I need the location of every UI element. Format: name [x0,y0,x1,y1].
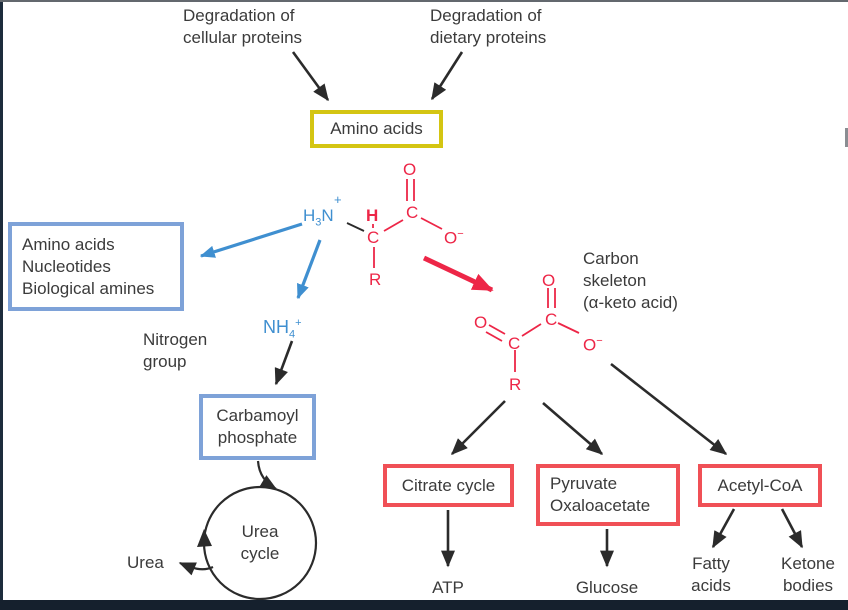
label-carbon-skeleton: Carbon skeleton (α-keto acid) [583,249,678,312]
arrow-cycle-to-urea [178,561,214,576]
pyruvate-line-1: Pyruvate [550,474,618,493]
aa-carbonyl-oxygen: O [403,160,417,179]
carbamoyl-phosphate-box: Carbamoyl phosphate [199,394,316,460]
arrow-cellular-to-aminoacids [291,51,330,102]
bond-ka-c2-c1 [521,323,542,337]
h3n-group: H3N [303,206,334,229]
bond-aa-n-c [346,222,365,232]
byproducts-line-3: Biological amines [22,278,155,298]
ka-alpha-carbon: C [508,334,521,353]
aa-carboxylate-oxygen: O− [444,228,464,248]
label-glucose: Glucose [575,578,639,597]
pyruvate-line-2: Oxaloacetate [550,496,651,515]
pyruvate-oxaloacetate-box: Pyruvate Oxaloacetate [536,464,680,526]
arrow-carbamoyl-to-ureacycle [256,460,278,490]
aa-r-group: R [369,270,382,289]
bond-aa-c1-c2 [383,219,404,232]
ka-carboxylate-oxygen: O− [583,335,603,355]
arrow-to-acetylcoa [610,362,728,456]
aa-h-atom: H [366,206,379,225]
arrow-dietary-to-aminoacids [430,51,464,101]
ka-keto-oxygen: O [474,313,488,332]
bond-ka-o-c-double-2 [485,331,503,342]
amino-acids-box: Amino acids [310,110,443,148]
arrow-to-nh4 [296,239,322,300]
frame-right-tick [845,128,848,147]
arrow-to-byproducts [199,222,303,258]
byproducts-box: Amino acids Nucleotides Biological amine… [8,222,184,311]
frame-top-line [0,0,848,2]
frame-left-bar [0,0,3,610]
nh4-ion: NH4+ [263,317,302,341]
citrate-cycle-label: Citrate cycle [401,475,496,495]
aa-carboxyl-carbon: C [406,203,419,222]
byproducts-line-2: Nucleotides [22,256,111,276]
amino-acids-box-label: Amino acids [330,119,423,138]
carbamoyl-line-1: Carbamoyl [216,406,299,425]
carbamoyl-line-2: phosphate [217,428,298,447]
acetyl-coa-label: Acetyl-CoA [717,475,803,495]
arrow-acetyl-to-fattyacids [711,508,736,549]
bond-ka-o-c-double-1 [488,324,506,335]
byproducts-line-1: Amino acids [22,234,115,254]
label-urea: Urea [127,553,164,572]
arrow-nh4-to-carbamoyl [274,340,294,386]
bond-ka-c-ominus [557,322,580,334]
ka-r-group: R [509,375,522,394]
urea-cycle-direction-arrowhead [197,529,212,547]
citrate-cycle-box: Citrate cycle [383,464,514,507]
ka-carboxyl-carbon: C [545,310,558,329]
aa-alpha-carbon: C [367,228,380,247]
acetyl-coa-box: Acetyl-CoA [698,464,822,507]
bond-aa-c-ominus [420,217,443,230]
arrow-acetyl-to-ketonebodies [780,508,804,549]
arrow-to-pyruvate [542,402,604,455]
label-atp: ATP [432,578,464,597]
frame-bottom-bar [0,600,848,610]
arrow-to-citrate [451,400,506,455]
arrow-to-carbon-skeleton [422,255,494,293]
h3n-plus-charge: + [334,192,342,207]
ka-carbonyl-oxygen: O [542,271,556,290]
